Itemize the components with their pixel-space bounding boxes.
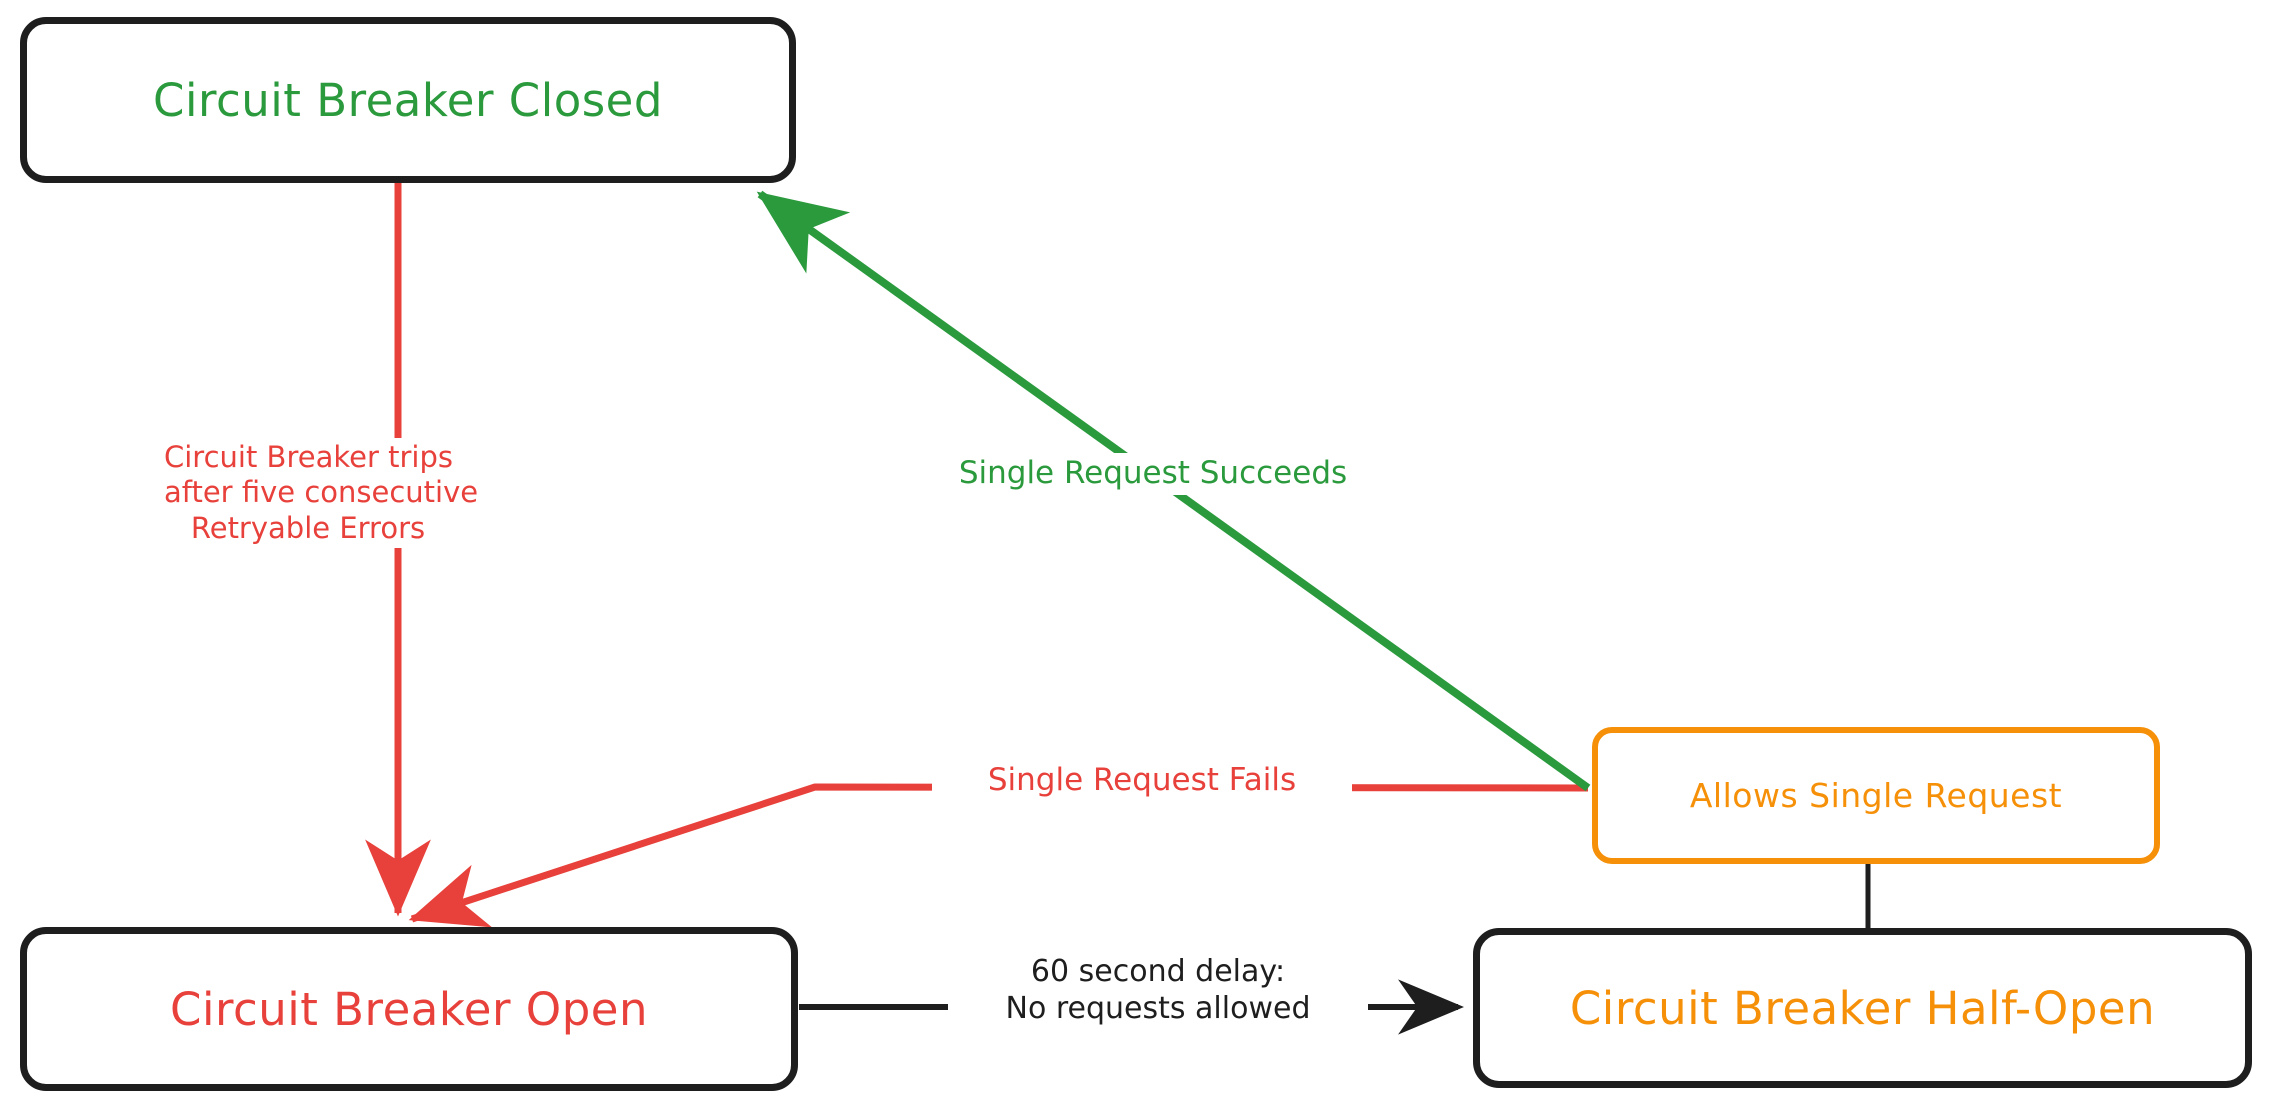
edge-label-line: 60 second delay: (1030, 954, 1286, 989)
edge-label-closed-to-open: Circuit Breaker trips after five consecu… (158, 438, 479, 549)
edge-label-allows-to-open: Single Request Fails (932, 760, 1352, 802)
node-circuit-breaker-closed[interactable]: Circuit Breaker Closed (20, 17, 796, 183)
edge-label-line: Single Request Succeeds (958, 455, 1348, 491)
edge-label-line: Circuit Breaker trips (164, 440, 453, 474)
edge-label-open-to-halfopen: 60 second delay: No requests allowed (948, 952, 1368, 1030)
edge-allows-to-open (408, 783, 1589, 928)
node-label: Circuit Breaker Closed (153, 73, 663, 127)
edge-label-line: Retryable Errors (190, 510, 426, 545)
node-circuit-breaker-half-open[interactable]: Circuit Breaker Half-Open (1473, 928, 2252, 1088)
node-allows-single-request[interactable]: Allows Single Request (1592, 727, 2160, 864)
node-circuit-breaker-open[interactable]: Circuit Breaker Open (20, 927, 798, 1091)
edge-label-line: Single Request Fails (987, 762, 1297, 798)
node-label: Allows Single Request (1689, 776, 2063, 815)
node-label: Circuit Breaker Open (170, 982, 648, 1036)
edge-label-line: after five consecutive (164, 475, 479, 510)
node-label: Circuit Breaker Half-Open (1569, 981, 2156, 1035)
edge-label-allows-to-closed: Single Request Succeeds (902, 453, 1404, 495)
edge-label-line: No requests allowed (1005, 990, 1311, 1026)
